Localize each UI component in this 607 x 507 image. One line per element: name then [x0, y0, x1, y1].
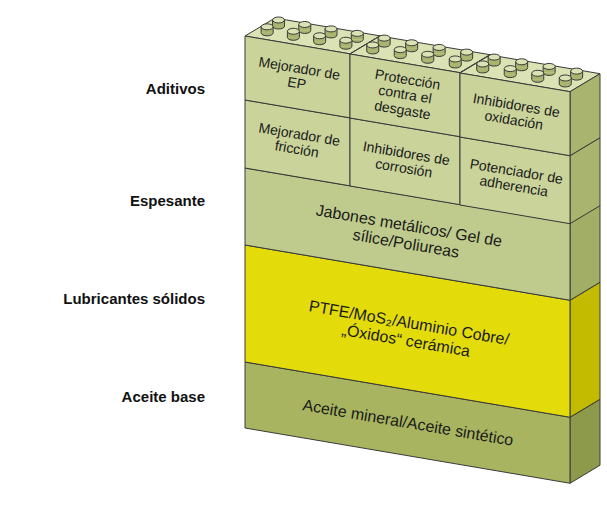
brick-side [570, 399, 600, 483]
brick-side [570, 282, 600, 417]
brick: Protección contra el desgaste [350, 54, 460, 137]
brick: Mejorador de EP [245, 36, 350, 118]
layer-label: Aceite base [122, 388, 205, 405]
layer-label: Lubricantes sólidos [63, 290, 205, 307]
brick: Inhibidores de oxidación [460, 73, 570, 156]
layer-label: Espesante [130, 192, 205, 209]
layer-label: Aditivos [146, 80, 205, 97]
brick-front [245, 362, 570, 483]
